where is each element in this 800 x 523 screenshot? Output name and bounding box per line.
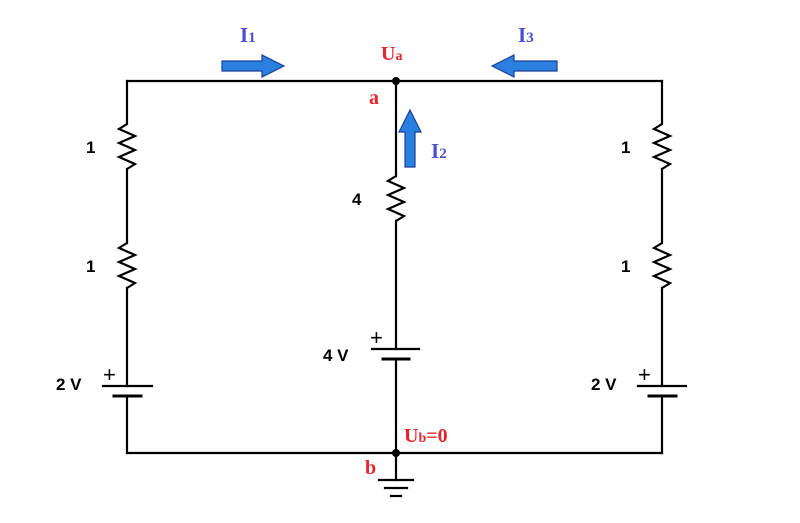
right-source-label: 2 V bbox=[591, 375, 617, 394]
left-source-plus: + bbox=[103, 362, 116, 387]
current-label-i1: I1 bbox=[240, 23, 256, 47]
right-resistor-top-label: 1 bbox=[621, 138, 630, 157]
potential-label-ub: Ub=0 bbox=[404, 425, 448, 447]
middle-branch bbox=[370, 79, 421, 482]
left-branch bbox=[101, 79, 154, 455]
left-source-label: 2 V bbox=[56, 375, 82, 394]
middle-resistor-label: 4 bbox=[352, 190, 362, 209]
left-battery bbox=[101, 384, 154, 398]
middle-source-plus: + bbox=[370, 325, 383, 350]
left-resistor-bottom-label: 1 bbox=[86, 257, 95, 276]
node-a-dot bbox=[392, 77, 400, 85]
ground-icon bbox=[377, 478, 415, 498]
right-resistor-bottom-label: 1 bbox=[621, 257, 630, 276]
middle-resistor bbox=[385, 175, 407, 222]
right-branch bbox=[636, 79, 688, 455]
arrow-right-icon bbox=[221, 54, 286, 78]
current-label-i3: I3 bbox=[518, 23, 534, 47]
right-resistor-top bbox=[651, 123, 673, 170]
current-label-i2: I2 bbox=[431, 139, 447, 163]
middle-battery bbox=[370, 347, 421, 361]
right-battery bbox=[636, 384, 688, 398]
arrow-left-icon bbox=[490, 54, 558, 78]
right-source-plus: + bbox=[638, 362, 651, 387]
node-label-a: a bbox=[369, 87, 379, 109]
left-resistor-bottom bbox=[116, 242, 138, 289]
node-label-b: b bbox=[365, 457, 376, 479]
left-resistor-top-label: 1 bbox=[86, 138, 95, 157]
left-resistor-top bbox=[116, 123, 138, 170]
right-resistor-bottom bbox=[651, 242, 673, 289]
middle-source-label: 4 V bbox=[323, 346, 349, 365]
arrow-up-icon bbox=[398, 108, 422, 168]
potential-label-ua: Ua bbox=[381, 43, 402, 65]
node-b-dot bbox=[392, 449, 400, 457]
